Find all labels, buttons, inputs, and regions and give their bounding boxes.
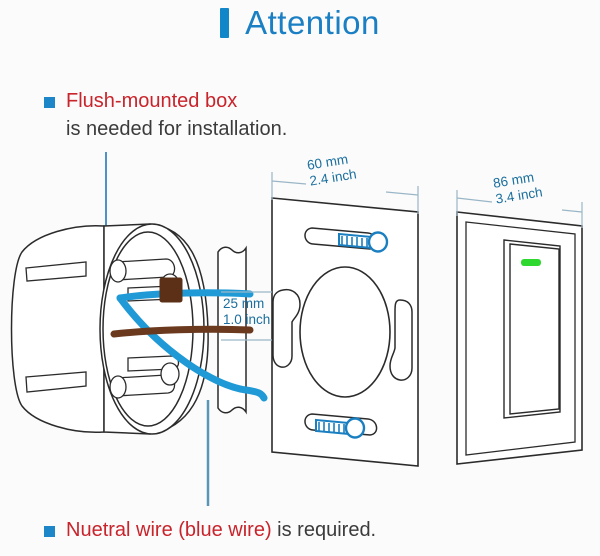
square-bullet-icon <box>44 97 55 108</box>
knockout-slot-top <box>25 261 87 282</box>
title-accent-bar-icon <box>220 8 230 38</box>
screw-bottom <box>315 417 366 439</box>
wires <box>110 277 268 402</box>
live-wire-brown <box>110 325 254 338</box>
rail-post-lower <box>160 362 180 386</box>
dim-60-line-left <box>271 180 307 185</box>
dim-86-line-left <box>456 197 493 203</box>
slot-right <box>389 299 413 381</box>
screw-bottom-head <box>344 417 366 439</box>
knockout-slot-bottom <box>25 371 87 393</box>
dimension-lines <box>221 172 583 341</box>
note-top-rest: is needed for installation. <box>66 118 288 140</box>
page-title: Attention <box>0 6 600 40</box>
screw-top-head <box>367 231 389 253</box>
screw-bottom-threads <box>318 422 345 434</box>
switch-panel <box>456 211 583 465</box>
dim-60-line-right <box>385 191 419 196</box>
note-flush-mounted-box: Flush-mounted box is needed for installa… <box>44 88 464 143</box>
mounting-screws <box>315 231 389 439</box>
note-neutral-wire: Nuetral wire (blue wire) is required. <box>44 517 376 544</box>
dim-25-mm: 25 mm <box>223 296 265 311</box>
rail-bottom-cap <box>109 375 127 399</box>
dimension-label-box-depth: 25 mm 1.0 inch <box>223 296 270 327</box>
note-top-emphasis: Flush-mounted box <box>66 90 238 112</box>
square-bullet-icon <box>44 526 55 537</box>
mounting-plate <box>271 197 419 467</box>
note-bottom-rest: is required. <box>271 519 377 541</box>
note-bottom-emphasis: Nuetral wire (blue wire) <box>66 519 272 541</box>
slot-left <box>272 288 301 368</box>
screw-top-threads <box>341 236 368 248</box>
dim-86-line-right <box>561 209 583 213</box>
wall-box-knockouts <box>25 261 87 393</box>
dim-25-inch: 1.0 inch <box>223 311 271 327</box>
wire-connector-block <box>159 277 183 303</box>
mounting-plate-center-cutout <box>299 266 391 398</box>
neutral-wire-upper <box>116 289 254 302</box>
note-top-line-1: Flush-mounted box <box>44 88 464 115</box>
page-title-label: Attention <box>245 4 380 41</box>
wall-box-left-face <box>10 225 105 433</box>
rail-top-cap <box>109 259 127 283</box>
screw-top <box>338 231 389 253</box>
led-indicator-icon <box>521 259 541 266</box>
switch-rocker-button[interactable] <box>509 243 560 415</box>
